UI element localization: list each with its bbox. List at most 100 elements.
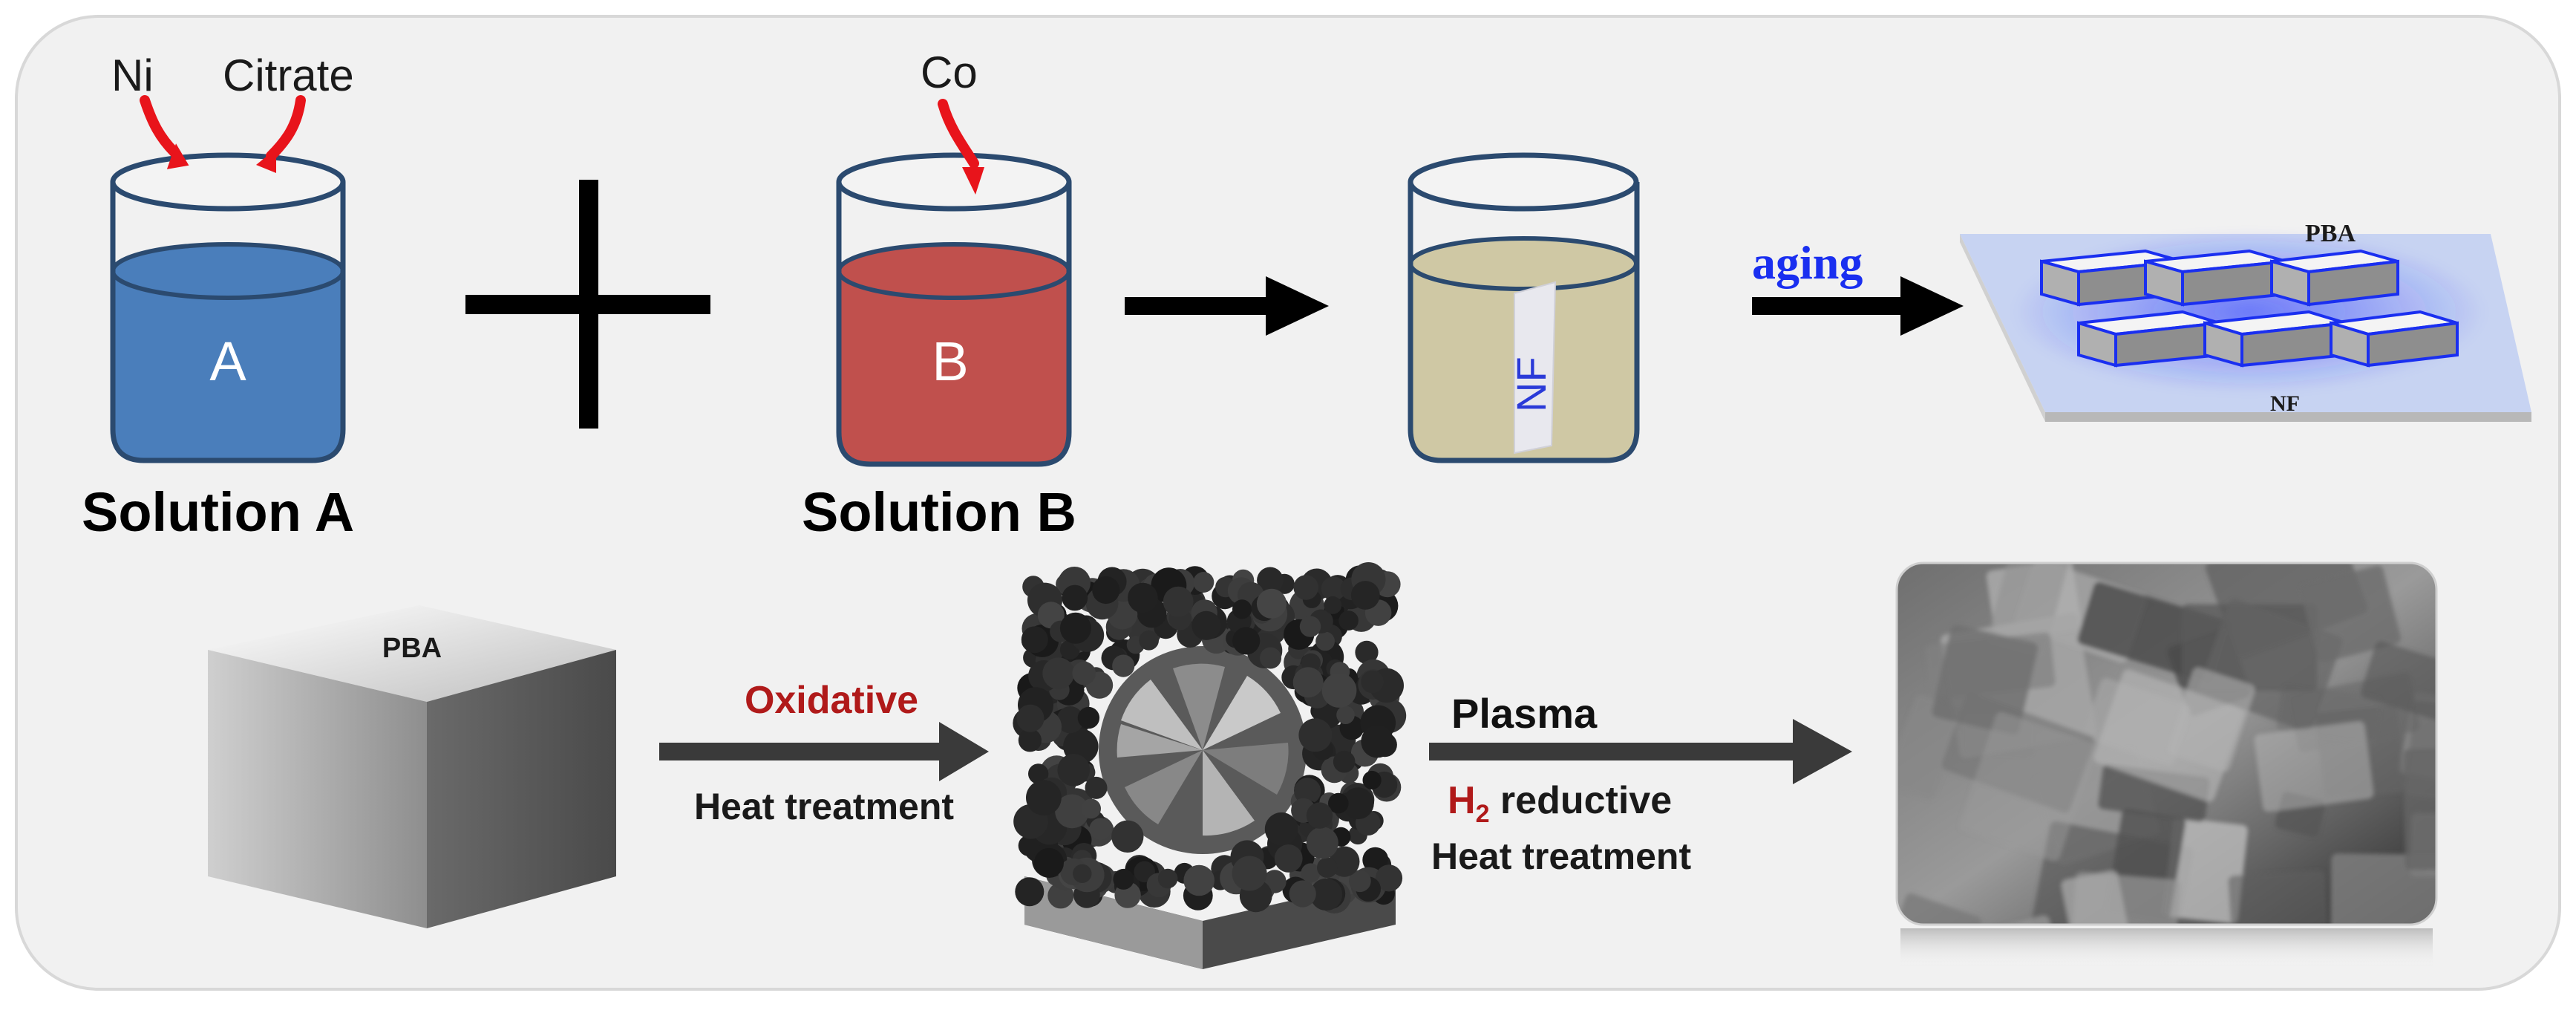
- particle: [1073, 864, 1092, 884]
- sem-particle: [1932, 625, 2039, 735]
- input-label-ni: Ni: [111, 51, 154, 100]
- step2-label-h2-reductive: H2 reductive: [1448, 779, 1672, 828]
- particle: [1298, 718, 1333, 752]
- particle: [1299, 616, 1321, 637]
- particle: [1306, 827, 1338, 859]
- particle: [1260, 647, 1281, 669]
- sem-particle: [1897, 893, 1982, 925]
- solution-a-letter: A: [209, 330, 246, 392]
- caption-solution-a: Solution A: [82, 481, 354, 543]
- particle: [1191, 610, 1221, 640]
- pba-block: [2203, 310, 2347, 368]
- particle: [1183, 864, 1215, 896]
- particle: [1321, 576, 1346, 601]
- particle: [1034, 847, 1064, 878]
- particle: [1293, 575, 1318, 600]
- particle: [1292, 667, 1324, 698]
- particle: [1362, 770, 1382, 790]
- particle: [1256, 588, 1287, 619]
- solution-b-letter: B: [932, 330, 968, 392]
- red-arrow-citrate: [256, 95, 306, 173]
- particle: [1350, 581, 1380, 610]
- particle: [1361, 725, 1394, 758]
- particle: [1232, 599, 1252, 619]
- pba-block: [2330, 310, 2459, 368]
- particle: [1349, 870, 1371, 893]
- h2-symbol: H: [1448, 779, 1476, 822]
- particle: [1193, 572, 1215, 593]
- beaker-solution-b: B: [836, 152, 1072, 467]
- particle: [1310, 878, 1343, 911]
- solution-b-liquid: [839, 253, 1069, 464]
- particle: [1264, 812, 1298, 846]
- arrow-plasma-reductive: [1429, 719, 1852, 784]
- particle: [1057, 754, 1090, 786]
- step1-label-heat: Heat treatment: [694, 786, 954, 827]
- particle: [1089, 818, 1111, 841]
- particle: [1015, 877, 1045, 907]
- sem-micrograph: [1895, 561, 2438, 969]
- beaker-mixed-with-nf: NF: [1408, 152, 1640, 463]
- particle: [1294, 778, 1321, 805]
- particle: [1336, 706, 1355, 724]
- particle: [1321, 673, 1357, 708]
- particle: [1257, 567, 1284, 594]
- particle: [1301, 863, 1321, 883]
- particle: [1324, 596, 1342, 614]
- reductive-word: reductive: [1489, 779, 1672, 822]
- sem-particle: [2167, 667, 2255, 772]
- pba-cube: PBA: [208, 605, 616, 928]
- particle: [1056, 706, 1084, 734]
- red-arrow-ni: [140, 95, 189, 169]
- pba-block: [2270, 249, 2399, 307]
- nf-strip: [1514, 281, 1557, 455]
- particle: [1072, 661, 1096, 685]
- particle: [1232, 627, 1261, 655]
- particle: [1062, 584, 1088, 611]
- pba-on-nf-film: PBA NF: [1960, 220, 2531, 422]
- particle: [1139, 630, 1159, 651]
- film-nf-label: NF: [2270, 391, 2300, 416]
- particle: [1232, 856, 1267, 891]
- film-pba-label: PBA: [2305, 220, 2356, 247]
- pba-block: [2077, 310, 2221, 368]
- sem-particle: [1959, 712, 2096, 861]
- plus-symbol: [465, 180, 710, 429]
- arrow-aging: [1752, 276, 1964, 336]
- particle: [1021, 626, 1048, 654]
- particle: [1026, 780, 1062, 815]
- particle: [1317, 857, 1338, 878]
- input-label-citrate: Citrate: [223, 51, 354, 100]
- step2-label-plasma: Plasma: [1451, 690, 1598, 737]
- inner-fan-wedges: [1117, 663, 1289, 836]
- sem-particle: [2062, 870, 2139, 925]
- sem-particle: [2228, 870, 2331, 925]
- particle: [1085, 776, 1108, 799]
- particle: [1306, 802, 1333, 829]
- particle: [1112, 654, 1135, 677]
- particle: [1157, 868, 1178, 889]
- particle: [1163, 586, 1194, 617]
- particle: [1028, 763, 1049, 784]
- particle: [1128, 582, 1158, 613]
- beaker-solution-a: A: [110, 152, 346, 463]
- porous-hollow-cube: [1013, 562, 1407, 969]
- particle: [1077, 706, 1100, 729]
- caption-solution-b: Solution B: [802, 481, 1076, 543]
- particle: [1338, 610, 1359, 631]
- sem-particle: [2300, 565, 2402, 663]
- input-label-co: Co: [921, 48, 978, 97]
- sem-particle: [1897, 694, 1964, 800]
- pba-block: [2144, 249, 2288, 307]
- cube-pba-label: PBA: [382, 633, 442, 664]
- sem-particle: [2254, 721, 2374, 812]
- particle: [1113, 868, 1134, 890]
- arrow-oxidative-heat: [659, 722, 989, 781]
- particle: [1042, 657, 1075, 690]
- particle: [1333, 750, 1356, 773]
- particle: [1055, 794, 1089, 829]
- red-arrow-co: [938, 99, 984, 195]
- particle: [1375, 864, 1403, 892]
- particle: [1274, 844, 1303, 873]
